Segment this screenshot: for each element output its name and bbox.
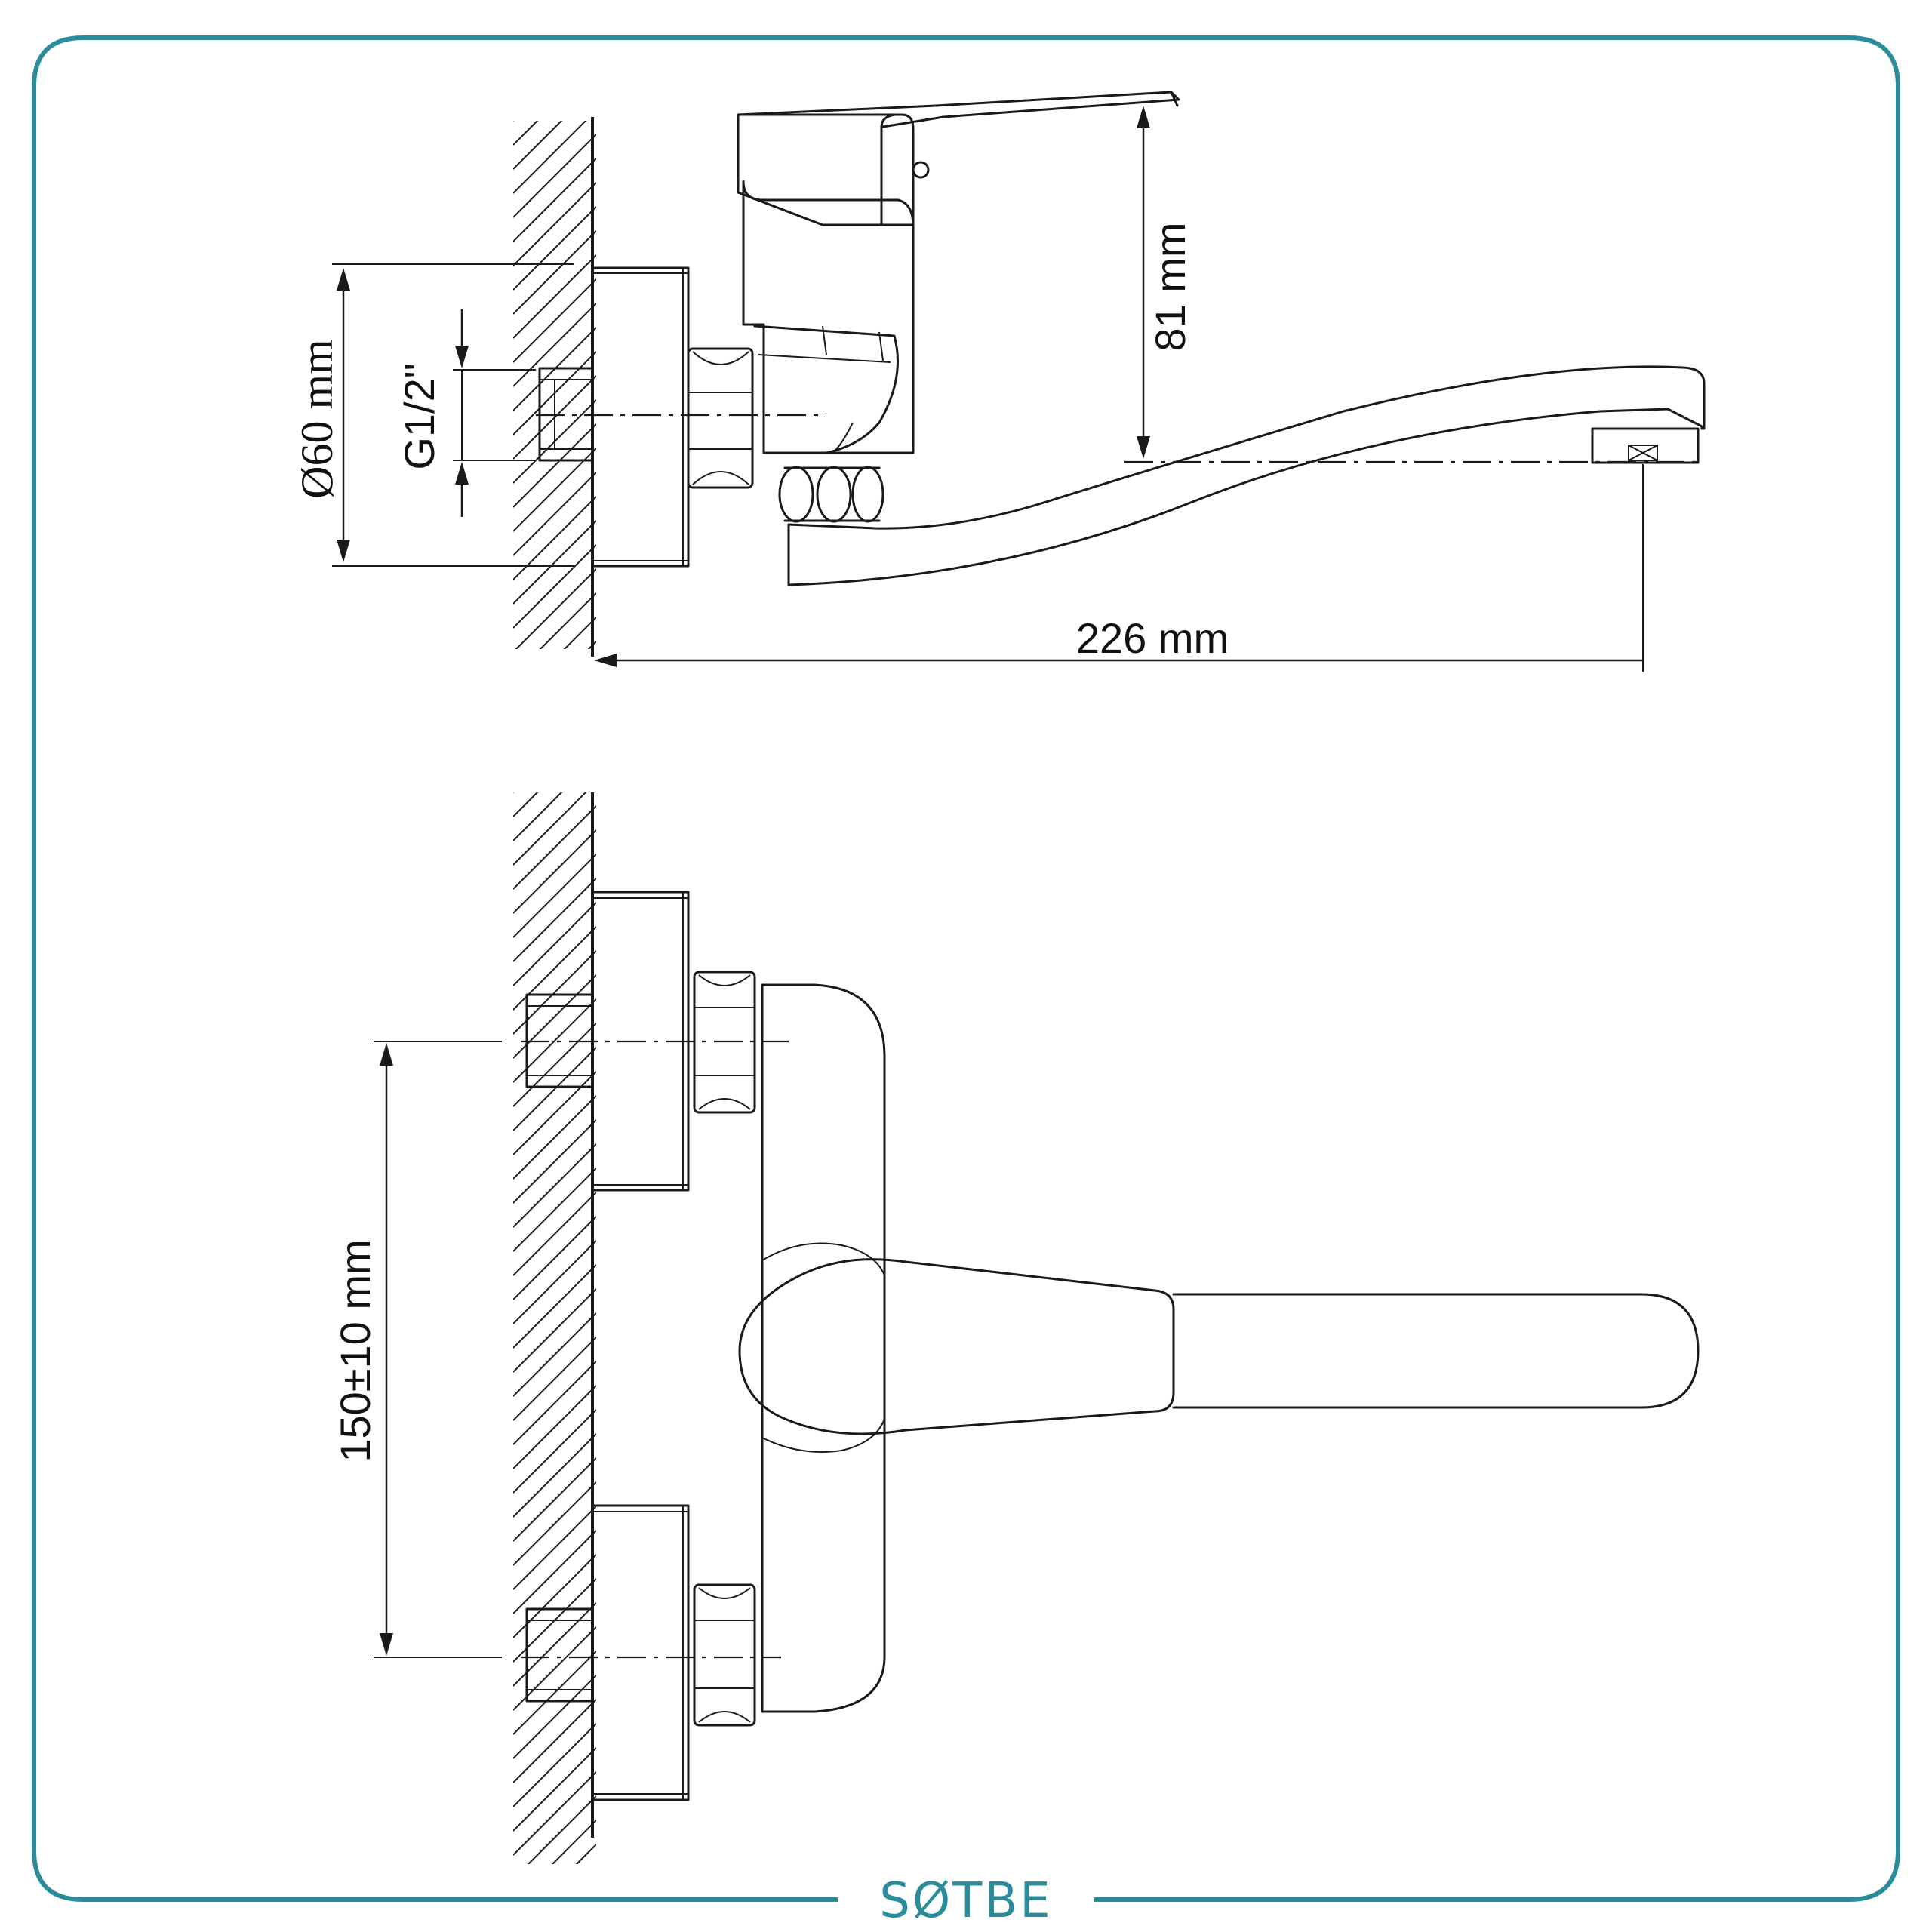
dimension-flange-diameter-label: Ø60 mm [292,339,342,499]
hatch-line [513,134,596,218]
hatch-line [513,1506,596,1590]
hatch-line [539,592,596,649]
frame-border [32,35,1900,1902]
dimension-height: 81 mm [1137,106,1194,459]
hatch-line [513,1288,596,1373]
flange-lower-front [591,1504,690,1801]
lever-handle-front [738,1258,1175,1435]
hatch-line [513,792,515,793]
dimension-spout-reach: 226 mm [594,464,1644,672]
hatch-line [513,278,596,363]
hatch-line [513,1481,596,1566]
hatch-line [575,1844,596,1864]
hatch-line [513,1723,596,1807]
hatch-line [513,805,596,890]
hatch-line [513,902,596,986]
hatch-line [513,854,596,938]
hatch-line [513,121,539,146]
hatch-line [513,1047,596,1131]
hatch-line [513,1747,596,1832]
hatch-line [513,230,596,315]
dimension-spacing-label: 150±10 mm [331,1239,379,1462]
hatch-line [513,496,596,580]
dimension-flange-diameter: Ø60 mm [292,263,574,567]
dimension-spout-reach-label: 226 mm [1076,614,1229,662]
hatch-line [513,1095,596,1180]
hatch-line [527,1795,596,1864]
hatch-line [513,1312,596,1397]
brand-logo: SØTBE [879,1873,1052,1929]
spout-side [787,365,1706,586]
hex-nut-lower-front [693,1583,756,1727]
hatch-line [513,303,596,387]
hatch-line [513,792,563,841]
hatch-line [513,472,596,556]
hatch-line [513,1699,596,1783]
hatch-line [513,1143,596,1228]
hatch-line [513,206,596,291]
hatch-line [513,792,587,866]
hatch-line [513,1530,596,1614]
hatch-line [515,568,596,649]
hatch-line [513,1264,596,1349]
hatch-line [513,1409,596,1494]
hatch-line [513,1457,596,1542]
hatch-line [513,878,596,962]
hatch-line [513,121,587,194]
hatch-line [513,1361,596,1445]
hatch-line [513,121,515,122]
hatch-line [587,641,596,649]
hatch-line [513,1168,596,1252]
lever-screw-icon [912,161,930,179]
hatch-line [513,544,596,629]
hatch-line [513,1071,596,1155]
hatch-line [513,1023,596,1107]
hatch-line [513,448,596,532]
wall-hatch-bottom [513,792,596,1864]
hatch-line [513,1240,596,1324]
hatch-line [513,1192,596,1276]
hatch-line [513,158,596,242]
hatch-line [513,1119,596,1204]
mixer-body-side [737,91,1180,454]
hatch-line [513,1337,596,1421]
lever-handle-side [737,91,1180,128]
hatch-line [513,829,596,914]
flange-side [591,266,690,568]
side-view: Ø60 mm G1/2" 81 mm 226 mm [292,91,1706,672]
hatch-line [513,1651,596,1735]
mixer-body-front [761,983,886,1713]
hatch-line [513,1216,596,1300]
spout-front [1172,1293,1700,1409]
threaded-pipe-lower-front [525,1607,594,1703]
hatch-line [513,121,563,170]
hex-nut-side [687,347,754,489]
hatch-line [513,1385,596,1469]
hatch-line [513,1771,596,1856]
hatch-line [551,1820,596,1864]
swivel-rings-side [778,466,884,523]
hatch-line [513,182,596,266]
dimension-spacing: 150±10 mm [331,1041,502,1658]
dimension-thread: G1/2" [395,309,536,517]
hatch-line [513,423,596,508]
hatch-line [513,1433,596,1518]
hatch-line [563,617,596,649]
front-view: 150±10 mm [331,792,1700,1864]
hatch-line [513,254,596,339]
hatch-line [513,520,596,605]
hatch-line [513,792,539,817]
dimension-thread-label: G1/2" [395,363,443,469]
aerator-side [1591,427,1700,464]
dimension-height-label: 81 mm [1146,222,1194,351]
